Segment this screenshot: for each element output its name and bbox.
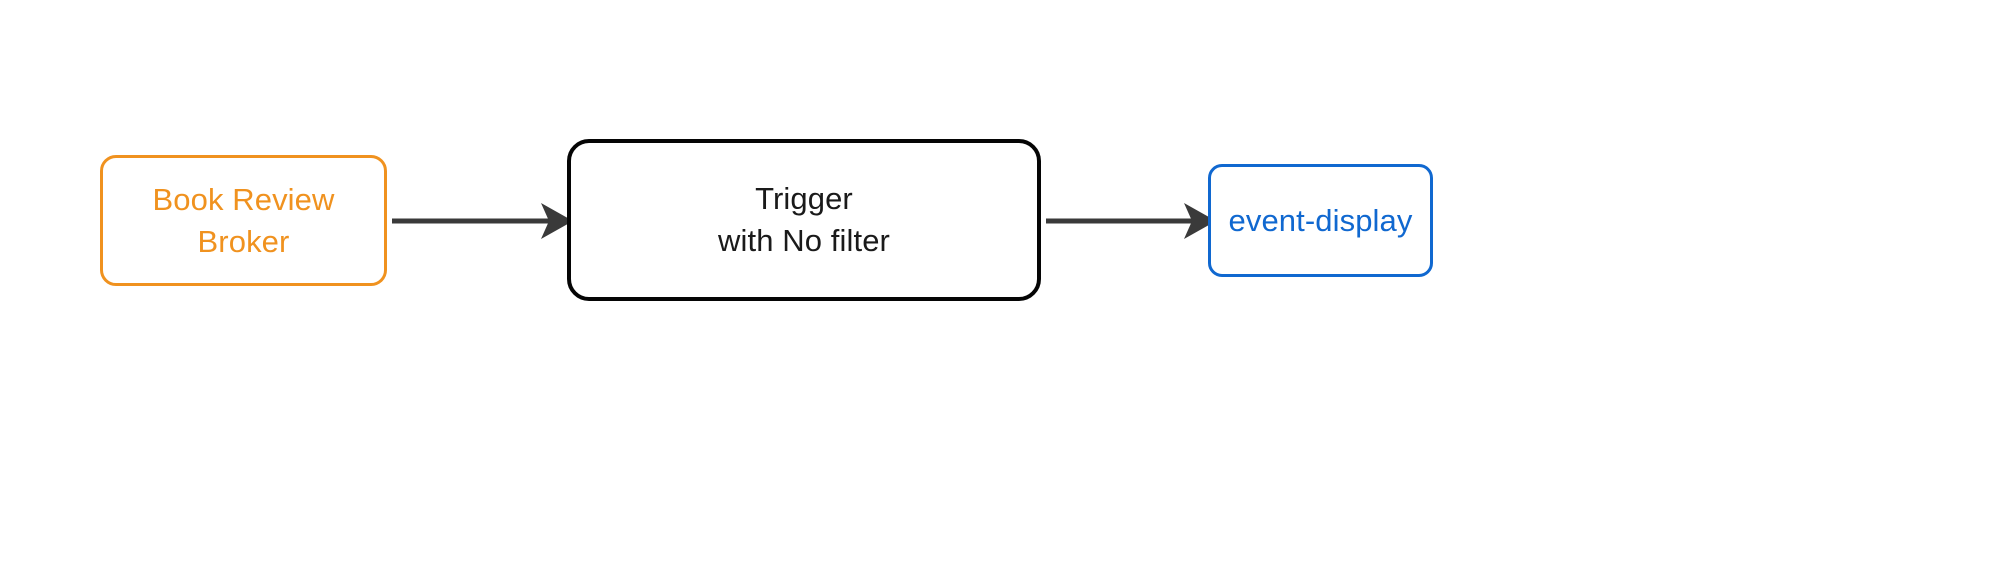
node-book-review-broker[interactable]: Book Review Broker xyxy=(100,155,387,286)
edge-broker-to-trigger-arrowhead xyxy=(541,203,573,239)
node-trigger-label: Trigger with No filter xyxy=(718,181,890,258)
node-trigger[interactable]: Trigger with No filter xyxy=(567,139,1041,301)
node-book-review-broker-label: Book Review Broker xyxy=(152,181,335,259)
node-event-display-label: event-display xyxy=(1228,202,1413,238)
node-event-display[interactable]: event-display xyxy=(1208,164,1433,277)
edge-trigger-to-display-arrowhead xyxy=(1184,203,1216,239)
